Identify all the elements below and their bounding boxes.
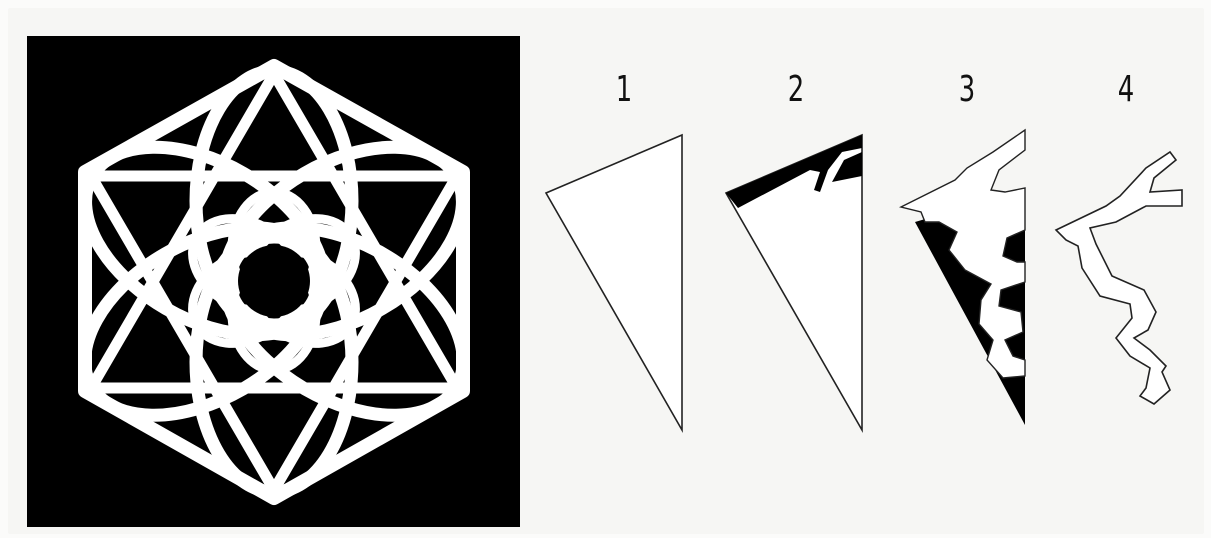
snowflake-result-image: [27, 36, 520, 527]
step-1: 1: [540, 0, 700, 538]
step-2: 2: [720, 0, 880, 538]
cut-triangle-icon: [895, 0, 1055, 538]
step-4: 4: [1050, 0, 1210, 538]
step-3: 3: [895, 0, 1055, 538]
cut-triangle-icon: [720, 0, 880, 538]
snowflake-icon: [27, 36, 520, 527]
unfolded-branch-icon: [1050, 0, 1210, 538]
folded-triangle-icon: [540, 0, 700, 538]
